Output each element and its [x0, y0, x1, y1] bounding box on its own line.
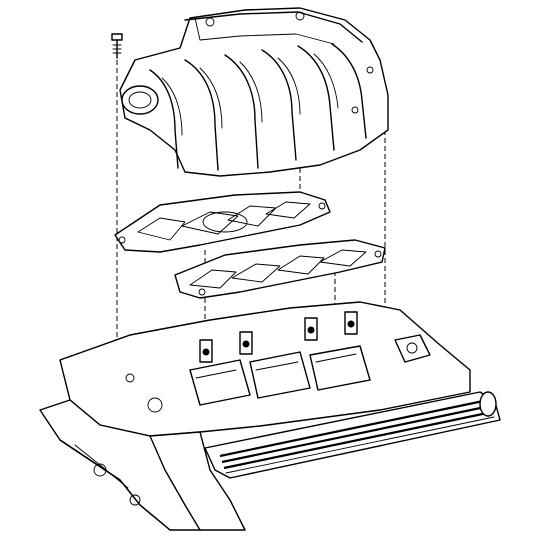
upper-intake-manifold — [119, 7, 389, 177]
fuel-rail — [204, 391, 501, 479]
engine-block — [39, 399, 246, 531]
bolt-icon — [111, 33, 123, 59]
lower-gasket — [174, 239, 386, 299]
upper-gasket — [114, 191, 331, 253]
